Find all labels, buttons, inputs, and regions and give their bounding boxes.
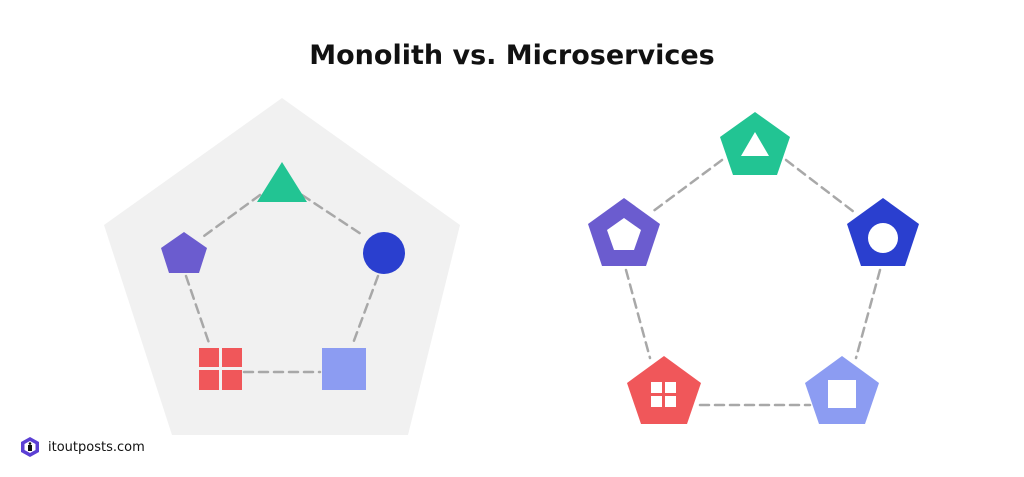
monolith-connectors: [184, 193, 380, 374]
microservice-grid-icon: [651, 382, 676, 407]
microservices-connectors: [624, 158, 882, 407]
brand-name: itoutposts.com: [48, 439, 145, 455]
microservice-circle-icon: [868, 223, 898, 253]
monolith-container: [104, 98, 460, 435]
microservice-pentagon-icon: [607, 218, 641, 250]
brand-footer: itoutposts.com: [20, 436, 145, 458]
microservice-triangle-icon: [741, 132, 769, 156]
microservice-grid-node: [627, 356, 701, 424]
monolith-pentagon-node: [161, 232, 207, 273]
monolith-diagram: [104, 98, 460, 435]
microservice-square-icon: [828, 380, 856, 408]
monolith-triangle-node: [257, 162, 307, 202]
monolith-grid-node: [199, 348, 242, 390]
monolith-square-node: [322, 348, 366, 390]
microservices-diagram: [588, 112, 919, 424]
hexagon-logo-icon: [21, 437, 39, 457]
monolith-circle-node: [363, 232, 405, 274]
page-title: Monolith vs. Microservices: [309, 40, 715, 71]
